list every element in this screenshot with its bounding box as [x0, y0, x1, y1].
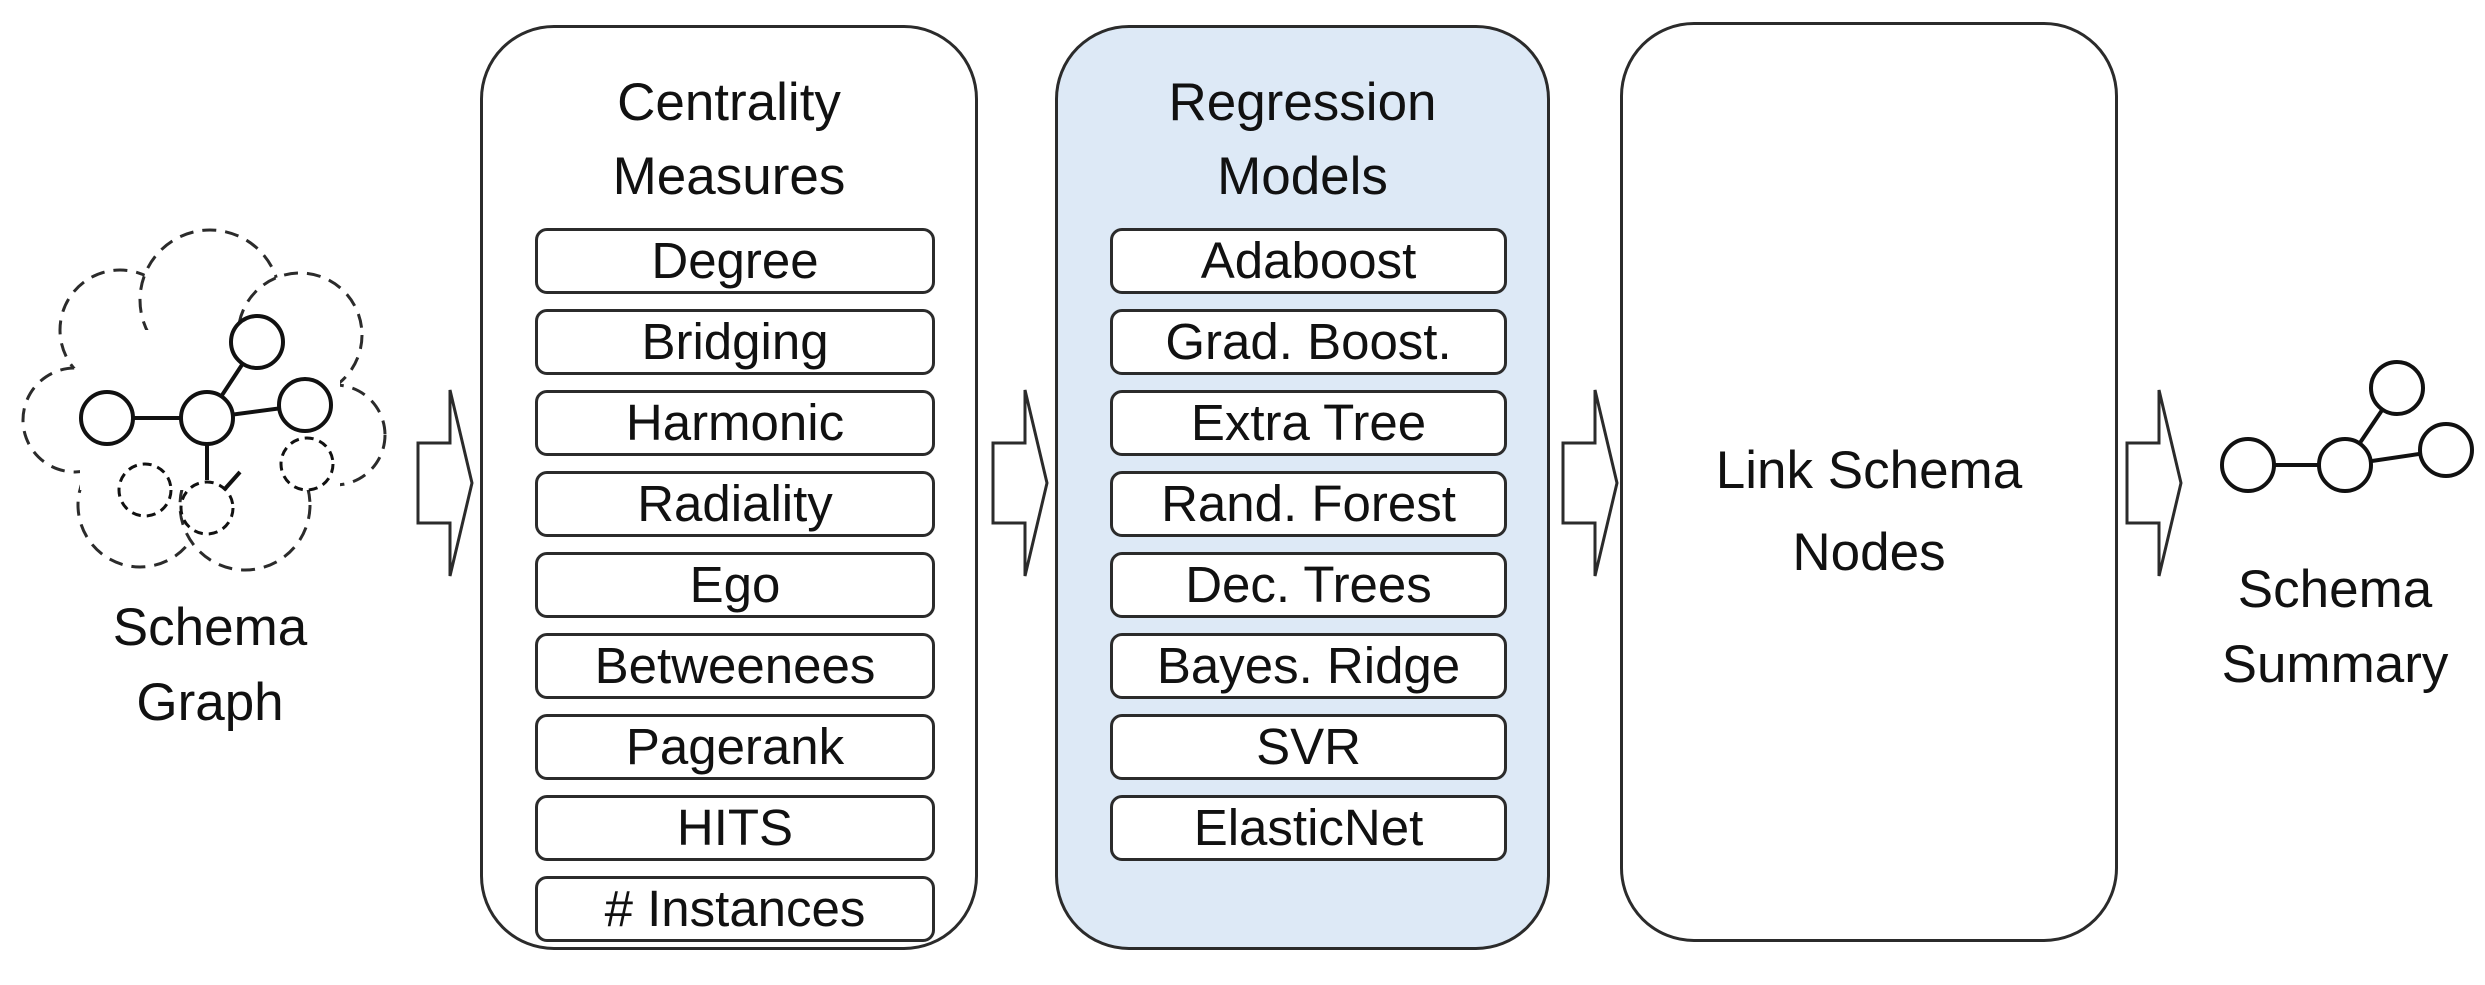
- regression-item: Extra Tree: [1110, 390, 1507, 456]
- centrality-item: Harmonic: [535, 390, 935, 456]
- summary-graph-nodes: [2220, 360, 2474, 493]
- centrality-item: Betweenees: [535, 633, 935, 699]
- centrality-item: Degree: [535, 228, 935, 294]
- schema-graph-label: Schema Graph: [112, 598, 308, 732]
- dashed-nodes: [117, 436, 335, 536]
- centrality-item: # Instances: [535, 876, 935, 942]
- centrality-item: Bridging: [535, 309, 935, 375]
- regression-item: Dec. Trees: [1110, 552, 1507, 618]
- dashed-graph-node: [117, 462, 173, 518]
- regression-models-title: Regression Models: [1168, 73, 1437, 206]
- centrality-measures-list: Degree Bridging Harmonic Radiality Ego B…: [535, 228, 935, 957]
- regression-item: Bayes. Ridge: [1110, 633, 1507, 699]
- link-schema-nodes-panel: Link Schema Nodes: [1620, 22, 2118, 942]
- flow-arrows: [416, 389, 2183, 577]
- graph-nodes: [79, 314, 333, 446]
- graph-node: [277, 377, 333, 433]
- graph-node: [79, 390, 135, 446]
- dashed-graph-node: [279, 436, 335, 492]
- arrow-right-icon: [416, 389, 474, 577]
- regression-item: ElasticNet: [1110, 795, 1507, 861]
- centrality-measures-panel: Centrality Measures Degree Bridging Harm…: [480, 25, 978, 950]
- regression-models-list: Adaboost Grad. Boost. Extra Tree Rand. F…: [1110, 228, 1507, 876]
- regression-item: Grad. Boost.: [1110, 309, 1507, 375]
- dashed-graph-node: [179, 480, 235, 536]
- graph-node: [229, 314, 285, 370]
- regression-item: Adaboost: [1110, 228, 1507, 294]
- arrow-right-icon: [1561, 389, 1619, 577]
- schema-summary-label: Schema Summary: [2221, 560, 2449, 694]
- centrality-item: Ego: [535, 552, 935, 618]
- centrality-measures-title: Centrality Measures: [612, 73, 846, 206]
- arrow-right-icon: [2125, 389, 2183, 577]
- link-schema-nodes-title: Link Schema Nodes: [1715, 441, 2023, 582]
- graph-node: [179, 390, 235, 446]
- graph-node: [2418, 422, 2474, 478]
- arrow-right-icon: [991, 389, 1049, 577]
- centrality-item: Pagerank: [535, 714, 935, 780]
- regression-item: Rand. Forest: [1110, 471, 1507, 537]
- centrality-item: Radiality: [535, 471, 935, 537]
- centrality-item: HITS: [535, 795, 935, 861]
- regression-models-panel: Regression Models Adaboost Grad. Boost. …: [1055, 25, 1550, 950]
- graph-node: [2369, 360, 2425, 416]
- regression-item: SVR: [1110, 714, 1507, 780]
- graph-node: [2317, 437, 2373, 493]
- graph-node: [2220, 437, 2276, 493]
